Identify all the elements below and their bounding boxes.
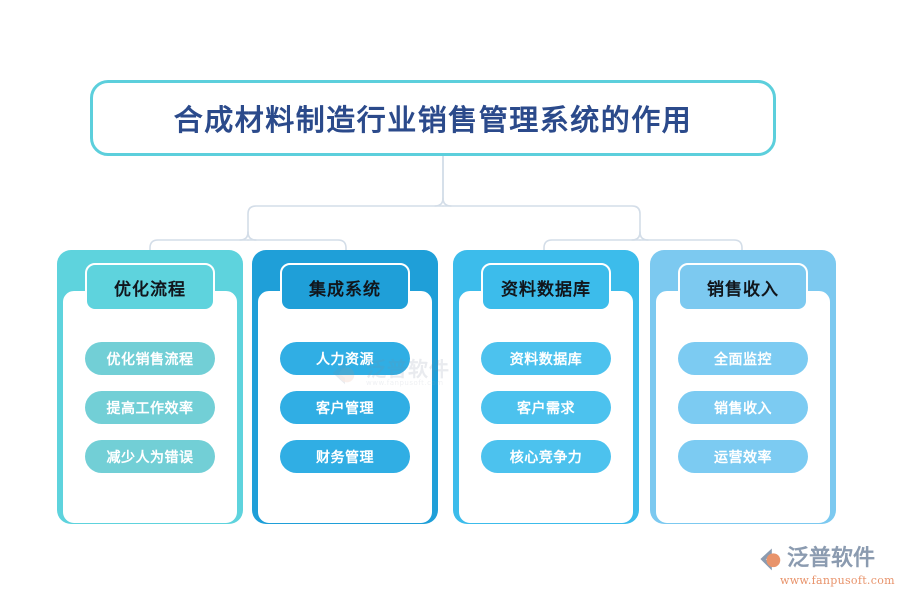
- list-item-label: 资料数据库: [509, 351, 583, 368]
- card-item-list: 资料数据库 客户需求 核心竞争力: [453, 342, 639, 473]
- card-item-list: 全面监控 销售收入 运营效率: [650, 342, 836, 473]
- list-item[interactable]: 资料数据库: [481, 342, 611, 375]
- card-header-optimize-process[interactable]: 优化流程: [85, 263, 215, 311]
- card-header-label: 资料数据库: [501, 279, 591, 300]
- card-header-label: 集成系统: [309, 279, 381, 300]
- list-item[interactable]: 全面监控: [678, 342, 808, 375]
- list-item-label: 销售收入: [714, 400, 772, 417]
- list-item-label: 客户需求: [517, 400, 575, 417]
- brand-watermark: 泛普软件 www.fanpusoft.com: [758, 546, 895, 592]
- branch-card-data-database[interactable]: 资料数据库 资料数据库 客户需求 核心竞争力: [453, 250, 639, 524]
- card-item-list: 优化销售流程 提高工作效率 减少人为错误: [57, 342, 243, 473]
- branch-card-sales-revenue[interactable]: 销售收入 全面监控 销售收入 运营效率: [650, 250, 836, 524]
- list-item-label: 核心竞争力: [509, 449, 583, 466]
- list-item[interactable]: 客户管理: [280, 391, 410, 424]
- card-header-data-database[interactable]: 资料数据库: [481, 263, 611, 311]
- card-header-label: 优化流程: [114, 279, 186, 300]
- list-item-label: 全面监控: [714, 351, 772, 368]
- list-item-label: 提高工作效率: [106, 400, 194, 417]
- brand-url: www.fanpusoft.com: [780, 574, 895, 587]
- card-header-label: 销售收入: [707, 279, 779, 300]
- list-item[interactable]: 核心竞争力: [481, 440, 611, 473]
- list-item-label: 客户管理: [316, 400, 374, 417]
- list-item[interactable]: 人力资源: [280, 342, 410, 375]
- list-item-label: 减少人为错误: [106, 449, 194, 466]
- branch-card-optimize-process[interactable]: 优化流程 优化销售流程 提高工作效率 减少人为错误: [57, 250, 243, 524]
- list-item-label: 人力资源: [316, 351, 374, 368]
- list-item[interactable]: 减少人为错误: [85, 440, 215, 473]
- page-title: 合成材料制造行业销售管理系统的作用: [173, 103, 693, 137]
- list-item-label: 财务管理: [316, 449, 374, 466]
- list-item-label: 优化销售流程: [106, 351, 194, 368]
- list-item[interactable]: 提高工作效率: [85, 391, 215, 424]
- diagram-title-box: 合成材料制造行业销售管理系统的作用: [90, 80, 776, 156]
- list-item-label: 运营效率: [714, 449, 772, 466]
- card-item-list: 人力资源 客户管理 财务管理: [252, 342, 438, 473]
- list-item[interactable]: 客户需求: [481, 391, 611, 424]
- list-item[interactable]: 运营效率: [678, 440, 808, 473]
- list-item[interactable]: 优化销售流程: [85, 342, 215, 375]
- card-header-integrated-system[interactable]: 集成系统: [280, 263, 410, 311]
- list-item[interactable]: 财务管理: [280, 440, 410, 473]
- card-header-sales-revenue[interactable]: 销售收入: [678, 263, 808, 311]
- brand-logo-icon: [758, 546, 784, 572]
- list-item[interactable]: 销售收入: [678, 391, 808, 424]
- brand-name: 泛普软件: [787, 546, 876, 571]
- branch-card-integrated-system[interactable]: 集成系统 人力资源 客户管理 财务管理: [252, 250, 438, 524]
